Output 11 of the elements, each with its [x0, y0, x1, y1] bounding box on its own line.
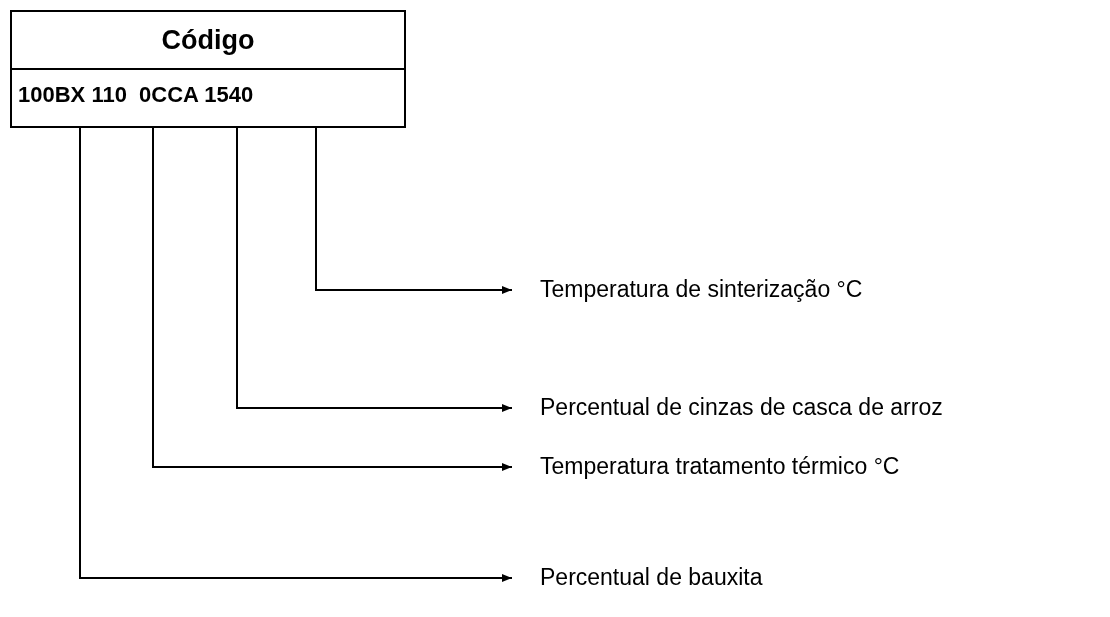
- code-table: [10, 10, 406, 128]
- description-label: Temperatura de sinterização °C: [540, 274, 863, 304]
- code-text: 100BX 110 0CCA 1540: [17, 81, 255, 109]
- leader-arrow: [236, 127, 513, 412]
- description-label: Temperatura tratamento térmico °C: [540, 451, 900, 481]
- leader-arrow: [79, 127, 513, 582]
- description-label: Percentual de bauxita: [540, 562, 763, 592]
- leader-arrow: [315, 127, 513, 294]
- description-label: Percentual de cinzas de casca de arroz: [540, 392, 943, 422]
- leader-arrow: [152, 127, 513, 471]
- table-header: Código: [12, 12, 404, 70]
